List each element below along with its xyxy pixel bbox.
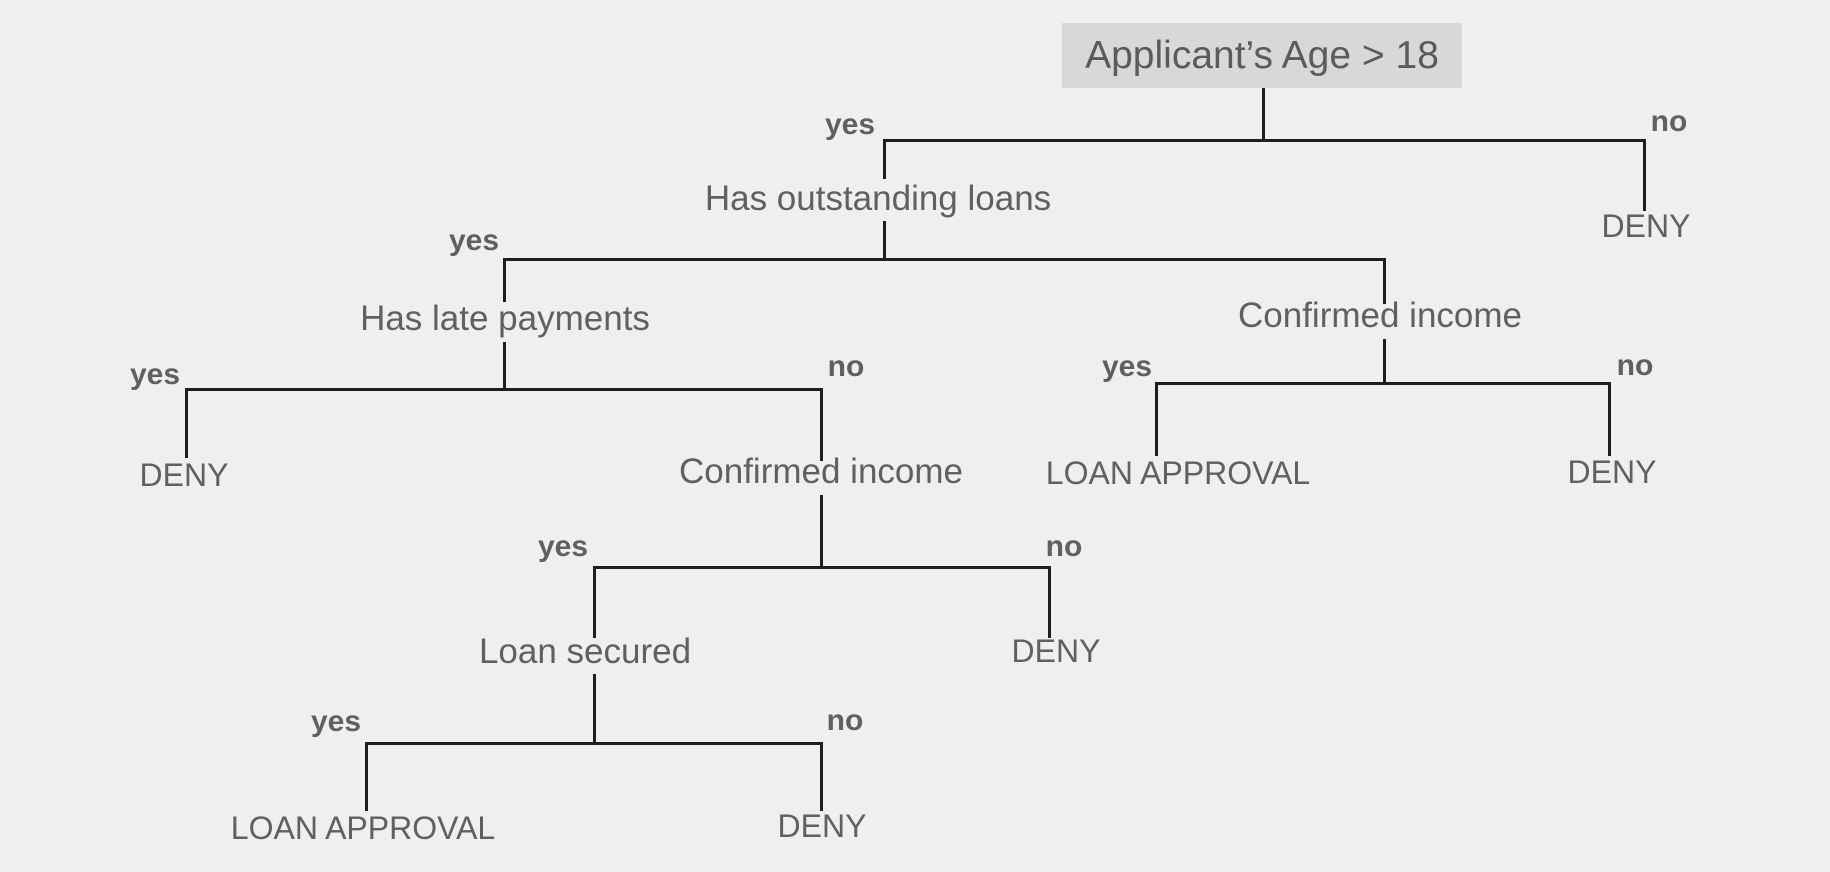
root-node-applicants-age: Applicant’s Age > 18 (1062, 23, 1462, 88)
leaf-deny-income-right: DENY (1567, 454, 1657, 490)
edge-label-level3-yes: yes (129, 358, 181, 391)
connector-level1-yes (883, 139, 886, 179)
node-has-outstanding-loans: Has outstanding loans (704, 179, 1052, 218)
leaf-deny-income-middle: DENY (1011, 633, 1101, 669)
edge-label-level5-no: no (826, 704, 864, 737)
connector-right-no (1608, 382, 1611, 456)
connector-level2-no (1383, 258, 1386, 304)
connector-level5-yes (365, 742, 368, 811)
connector-level1-no (1643, 139, 1646, 211)
connector-root-down (1262, 88, 1265, 140)
connector-level3-yes (185, 388, 188, 458)
connector-level4-yes (593, 566, 596, 638)
connector-right-yes (1155, 382, 1158, 456)
connector-level3-no (820, 388, 823, 461)
connector-level4-no (1048, 566, 1051, 638)
edge-label-level1-no: no (1650, 105, 1688, 138)
edge-label-level1-yes: yes (824, 108, 876, 141)
edge-label-level4-no: no (1045, 530, 1083, 563)
leaf-loan-approval-secured: LOAN APPROVAL (230, 810, 496, 846)
connector-level5-no (820, 742, 823, 811)
connector-income-middle-down (820, 495, 823, 569)
branch-line-level3 (185, 388, 823, 391)
leaf-deny-not-secured: DENY (777, 808, 867, 844)
leaf-deny-late-payments: DENY (139, 457, 229, 493)
connector-outstanding-down (883, 221, 886, 261)
node-confirmed-income-middle: Confirmed income (679, 452, 963, 491)
connector-loan-secured-down (593, 674, 596, 745)
connector-late-payments-down (503, 342, 506, 391)
edge-label-right-no: no (1616, 349, 1654, 382)
branch-line-right (1155, 382, 1611, 385)
branch-line-level2 (503, 258, 1386, 261)
leaf-deny-underage: DENY (1601, 208, 1691, 244)
branch-line-level1 (883, 139, 1646, 142)
leaf-loan-approval-right: LOAN APPROVAL (1045, 455, 1311, 491)
node-has-late-payments: Has late payments (360, 299, 650, 338)
connector-income-right-down (1383, 339, 1386, 385)
edge-label-level3-no: no (827, 350, 865, 383)
branch-line-level5 (365, 742, 823, 745)
edge-label-level2-yes: yes (448, 224, 500, 257)
node-loan-secured: Loan secured (478, 632, 692, 671)
connector-level2-yes (503, 258, 506, 302)
edge-label-right-yes: yes (1101, 350, 1153, 383)
branch-line-level4 (593, 566, 1051, 569)
edge-label-level4-yes: yes (537, 530, 589, 563)
node-confirmed-income-right: Confirmed income (1238, 296, 1522, 335)
edge-label-level5-yes: yes (310, 705, 362, 738)
